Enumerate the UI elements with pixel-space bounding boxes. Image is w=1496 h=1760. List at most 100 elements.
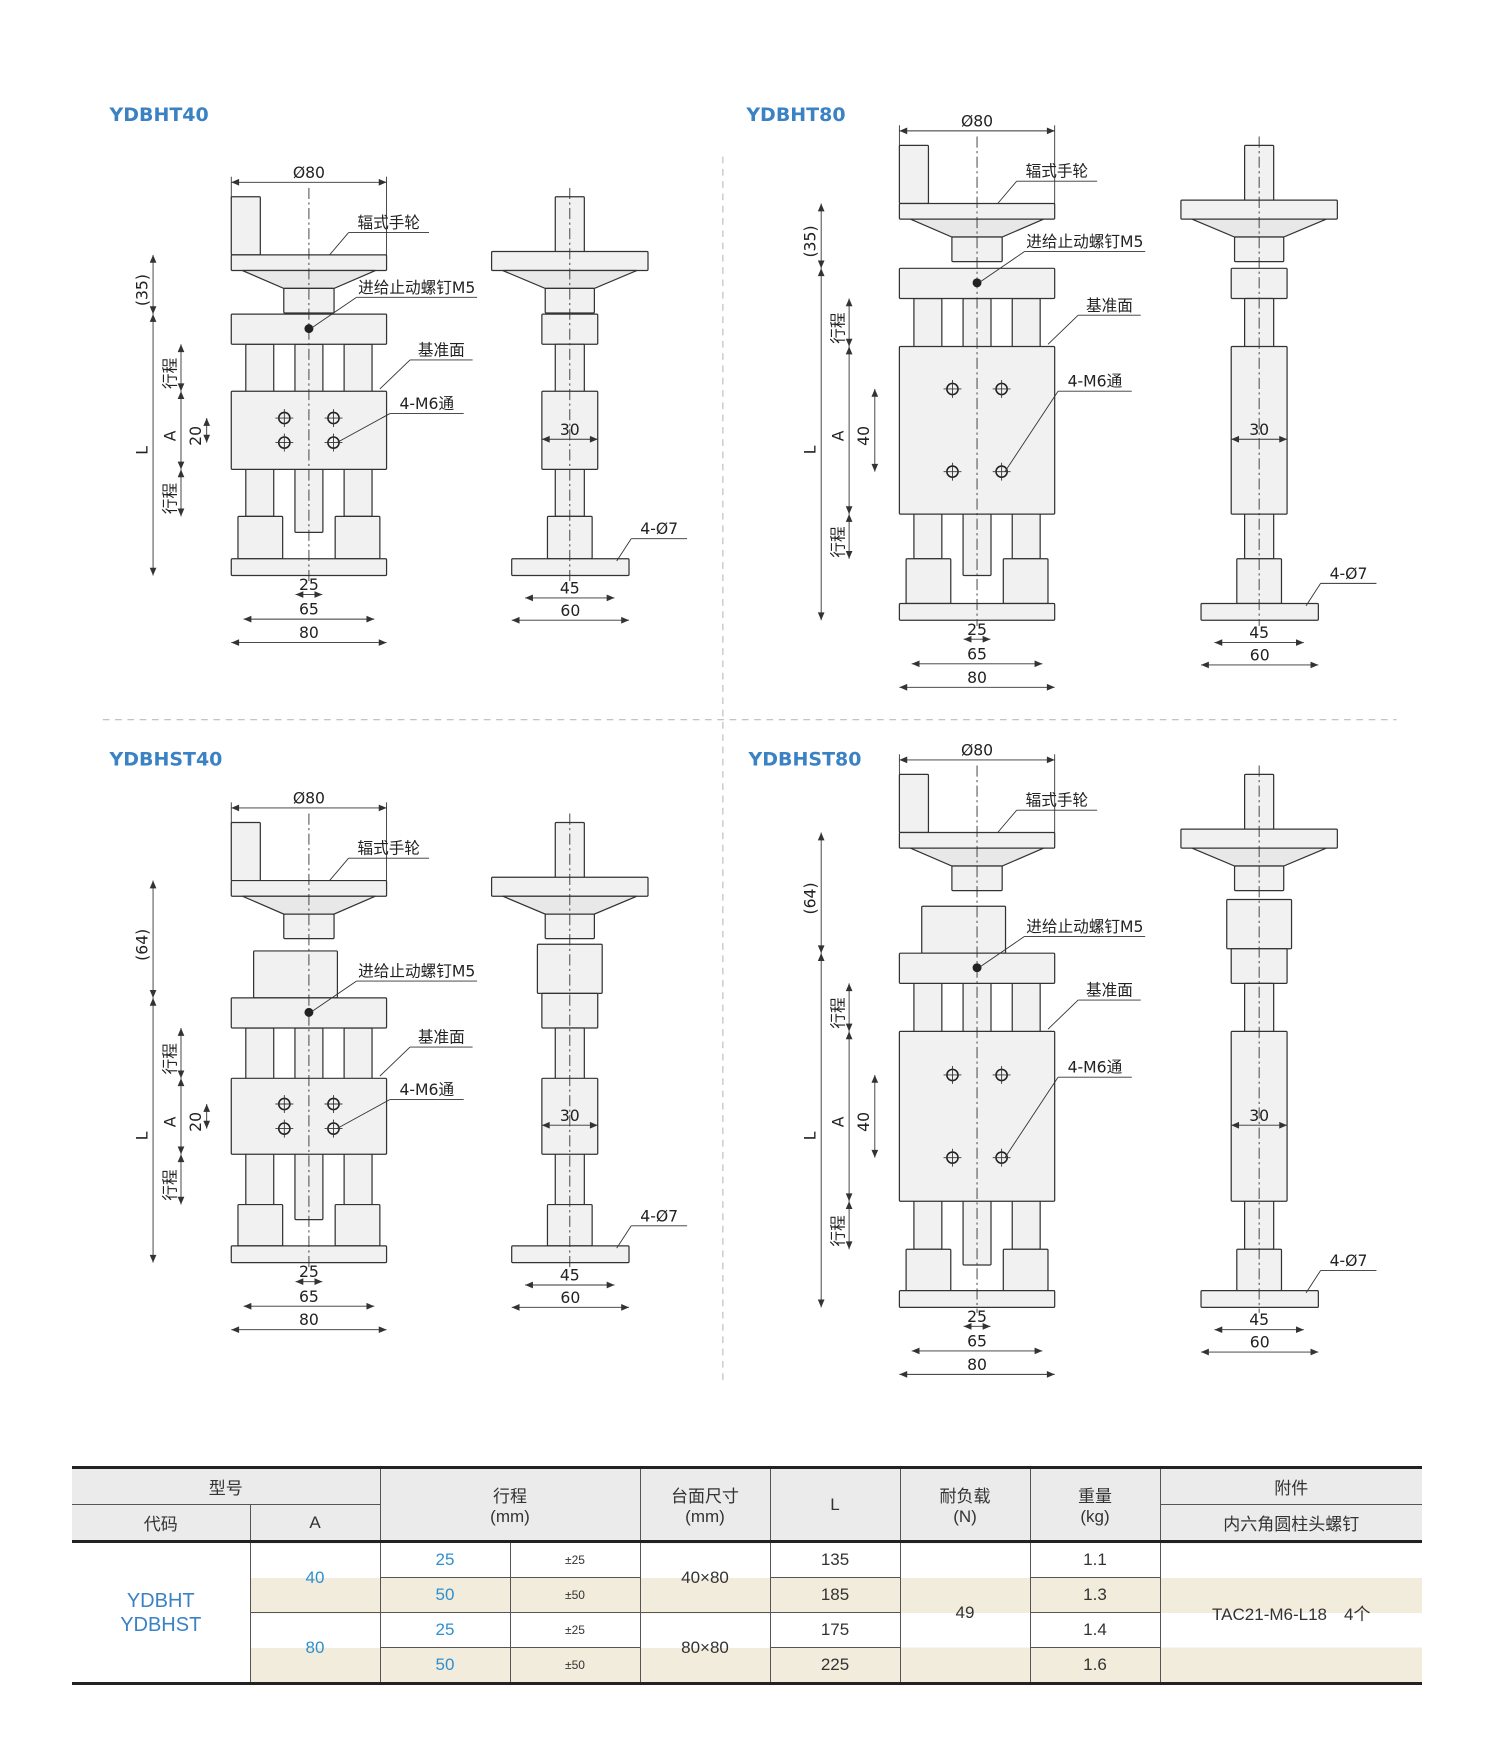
- stroke-cell: 50: [380, 1577, 511, 1613]
- dim-80: 80: [299, 623, 319, 642]
- foot-left: [237, 1203, 284, 1247]
- label-foot-holes-leader: [1305, 1270, 1321, 1294]
- dim-hole-pitch-arrows: [203, 418, 211, 443]
- label-m6-holes: 4-M6通: [399, 1080, 454, 1099]
- weight-cell: 1.6: [1029, 1647, 1160, 1684]
- dim-stroke-top: 行程: [829, 312, 848, 344]
- dim-25: 25: [967, 1307, 987, 1326]
- header-accessory: 附件: [1159, 1467, 1422, 1505]
- stroke-cell: 50: [380, 1647, 511, 1684]
- dim-A: A: [829, 1116, 848, 1127]
- weight-cell: 1.4: [1029, 1612, 1160, 1648]
- panel-title-ydbhst80: YDBHST80: [748, 748, 862, 770]
- label-handwheel-leader: [997, 180, 1018, 204]
- weight-cell: 1.3: [1029, 1577, 1160, 1613]
- range-cell: ±50: [509, 1647, 641, 1684]
- header-weight: 重量(kg): [1029, 1467, 1161, 1543]
- header-a: A: [249, 1504, 381, 1543]
- dim-stroke-top: 行程: [160, 357, 179, 389]
- dim-A-arrows: [177, 1078, 185, 1155]
- stroke-cell: 25: [379, 1612, 511, 1648]
- dim-hole-pitch-arrows: [203, 1104, 211, 1129]
- handwheel-handle: [898, 144, 930, 205]
- dim-diameter: Ø80: [293, 163, 325, 182]
- label-handwheel-leader: [329, 232, 349, 256]
- handwheel-handle: [230, 821, 261, 882]
- range-cell: ±25: [509, 1612, 641, 1648]
- dim-80: 80: [967, 668, 987, 687]
- label-m6-holes-leader: [336, 1099, 391, 1129]
- dim-hole-pitch: 20: [186, 426, 205, 446]
- drawing-ydbhst80: Ø80256580(64)L行程A行程40辐式手轮进给止动螺钉M5基准面4-M6…: [801, 740, 1377, 1378]
- panel-title-ydbhst40: YDBHST40: [108, 748, 222, 770]
- table-size-cell: 80×80: [639, 1612, 771, 1684]
- label-foot-holes: 4-Ø7: [1330, 1251, 1368, 1270]
- label-feed-stop-screw: 进给止动螺钉M5: [1026, 917, 1143, 936]
- dim-L: L: [132, 446, 151, 455]
- dim-stroke-bottom: 行程: [160, 482, 179, 514]
- dim-A: A: [829, 430, 848, 441]
- label-m6-holes: 4-M6通: [1068, 1058, 1123, 1077]
- dim-A-arrows: [177, 391, 185, 470]
- label-datum-surface-leader: [379, 359, 411, 390]
- header-accessory-sub: 内六角圆柱头螺钉: [1159, 1504, 1422, 1543]
- accessory-cell: TAC21-M6-L18 4个: [1159, 1541, 1422, 1684]
- label-feed-stop-screw: 进给止动螺钉M5: [358, 962, 475, 981]
- dim-45: 45: [1249, 623, 1269, 642]
- dim-25-arrows: [963, 1322, 991, 1330]
- dim-65: 65: [967, 644, 987, 663]
- load-cell: 49: [899, 1541, 1031, 1684]
- label-feed-stop-screw: 进给止动螺钉M5: [358, 278, 475, 297]
- l-cell: 225: [769, 1647, 901, 1684]
- handwheel-handle: [898, 773, 930, 834]
- dim-45: 45: [1249, 1310, 1269, 1329]
- label-datum-surface-leader: [1047, 999, 1079, 1030]
- label-datum-surface-leader: [379, 1046, 411, 1077]
- dim-stroke-bottom: 行程: [160, 1169, 179, 1201]
- dim-45: 45: [560, 1266, 580, 1285]
- dim-hole-pitch: 20: [186, 1112, 205, 1132]
- dim-offset: (64): [801, 882, 820, 914]
- label-m6-holes: 4-M6通: [399, 394, 454, 413]
- dim-80: 80: [299, 1310, 319, 1329]
- dim-30: 30: [1249, 1106, 1269, 1125]
- label-handwheel-leader: [997, 809, 1018, 833]
- feed-stop-screw: [304, 324, 314, 334]
- weight-cell: 1.1: [1029, 1541, 1161, 1578]
- drawing-ydbhst40: Ø80256580(64)L行程A行程20辐式手轮进给止动螺钉M5基准面4-M6…: [132, 788, 688, 1334]
- foot-right: [334, 515, 381, 560]
- label-m6-holes-leader: [1004, 390, 1059, 472]
- label-feed-stop-screw-leader: [980, 936, 1025, 967]
- dim-stroke-bottom: 行程: [829, 1215, 848, 1247]
- feed-stop-screw: [304, 1007, 314, 1017]
- label-m6-holes-leader: [336, 413, 391, 443]
- dim-A: A: [160, 1116, 179, 1127]
- dim-offset-arrows: [817, 203, 825, 269]
- panel-title-ydbht40: YDBHT40: [108, 104, 208, 126]
- dim-60: 60: [560, 1288, 580, 1307]
- a-value: 40: [249, 1541, 381, 1613]
- foot-left: [237, 515, 284, 560]
- side-base: [1200, 602, 1319, 621]
- stroke-cell: 25: [379, 1541, 511, 1578]
- label-datum-surface: 基准面: [1086, 981, 1133, 1000]
- label-feed-stop-screw-leader: [312, 980, 357, 1012]
- foot-right: [1002, 558, 1049, 605]
- label-foot-holes: 4-Ø7: [1330, 564, 1368, 583]
- header-l: L: [769, 1467, 901, 1543]
- dim-stroke-bottom: 行程: [829, 526, 848, 558]
- dim-offset: (64): [132, 929, 151, 961]
- label-datum-surface: 基准面: [418, 340, 465, 359]
- label-foot-holes: 4-Ø7: [640, 519, 678, 538]
- side-base: [511, 1245, 630, 1264]
- dim-stroke-top: 行程: [829, 997, 848, 1029]
- label-m6-holes-leader: [1004, 1076, 1059, 1158]
- dim-stroke-top: 行程: [160, 1043, 179, 1075]
- l-cell: 175: [769, 1612, 901, 1648]
- dim-60: 60: [1250, 1333, 1270, 1352]
- dim-25: 25: [967, 620, 987, 639]
- dim-30: 30: [560, 1106, 580, 1125]
- dim-25-arrows: [295, 1278, 323, 1286]
- dim-65: 65: [967, 1331, 987, 1350]
